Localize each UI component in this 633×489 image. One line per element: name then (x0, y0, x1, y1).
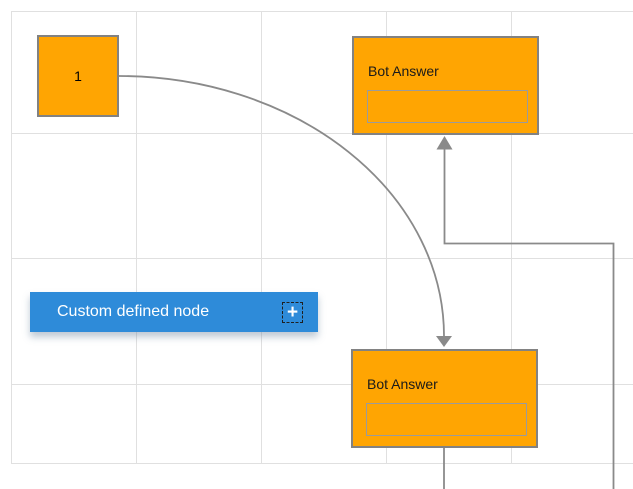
bot-answer-bottom-input[interactable] (366, 403, 527, 436)
custom-node-label: Custom defined node (57, 303, 210, 320)
node-bot-answer-top[interactable]: Bot Answer (352, 36, 539, 135)
bot-answer-top-input[interactable] (367, 90, 528, 123)
edge-curved-connector[interactable] (118, 75, 452, 347)
node-start-label: 1 (74, 68, 82, 84)
node-start[interactable]: 1 (37, 35, 119, 117)
plus-icon[interactable]: + (282, 302, 303, 323)
node-bot-answer-bottom[interactable]: Bot Answer (351, 349, 538, 448)
edge-orthogonal-connector[interactable] (436, 136, 615, 489)
node-custom-defined[interactable]: Custom defined node + (30, 292, 318, 332)
arrow-down-icon (436, 336, 452, 347)
bot-answer-bottom-title: Bot Answer (367, 376, 438, 392)
plus-glyph: + (286, 302, 299, 323)
bot-answer-top-title: Bot Answer (368, 63, 439, 79)
arrow-up-icon (436, 136, 453, 150)
